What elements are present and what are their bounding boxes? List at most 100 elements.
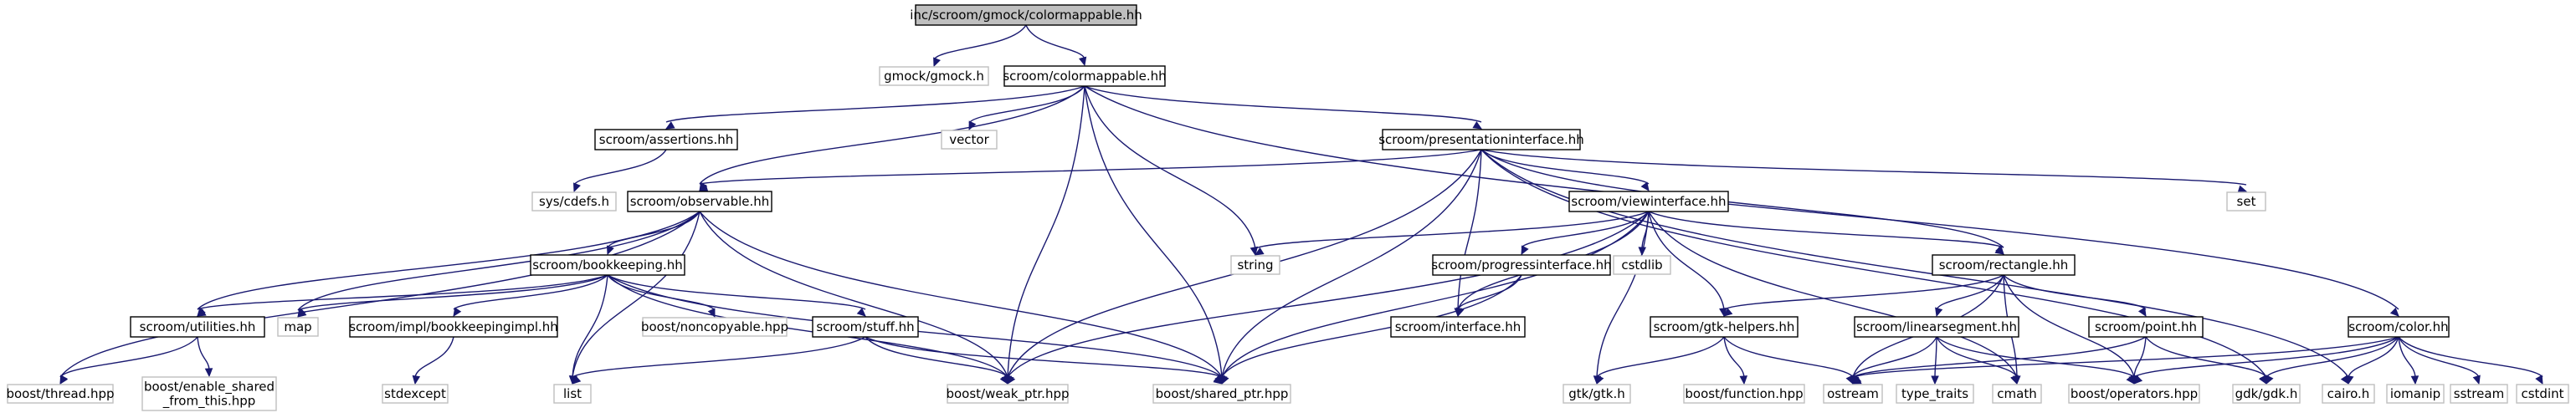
node-box [2322,384,2375,404]
node-cstdlib: cstdlib [1613,255,1671,275]
node-point[interactable]: scroom/point.hh [2088,316,2204,338]
node-label: cairo.h [2327,386,2370,401]
node-label: boost/enable_shared [144,380,275,395]
dependency-edge [606,211,700,256]
node-box [879,66,989,86]
node-label: scroom/colormappable.hh [1003,69,1166,84]
arrowhead [2346,375,2354,385]
node-gtkhelpers[interactable]: scroom/gtk-helpers.hh [1650,316,1799,338]
node-label: string [1237,257,1273,273]
node-box [2068,384,2200,404]
dependency-edge [698,149,1482,192]
arrowhead [1254,247,1265,256]
node-label: boost/noncopyable.hpp [641,319,788,334]
dependency-edge [453,274,608,318]
dependency-edge [2266,336,2399,385]
node-label: boost/thread.hpp [6,386,114,401]
node-label: scroom/viewinterface.hh [1571,194,1726,209]
node-box [2516,384,2569,404]
arrowhead [1007,375,1016,385]
node-colormappable[interactable]: scroom/colormappable.hh [1003,65,1167,87]
node-gmock: gmock/gmock.h [879,66,989,86]
arrowhead [2259,375,2267,385]
node-box [1854,316,2019,338]
node-label: ostream [1827,386,1879,401]
node-cstdint: cstdint [2516,384,2569,404]
node-stuff[interactable]: scroom/stuff.hh [812,316,919,338]
dependency-edge [1936,336,2135,385]
node-label: list [563,386,582,401]
dependency-edge [1648,211,2005,255]
node-stdexcept: stdexcept [382,384,449,404]
node-label: boost/weak_ptr.hpp [946,386,1069,402]
node-rectangle[interactable]: scroom/rectangle.hh [1932,254,2076,276]
node-presentationinterface[interactable]: scroom/presentationinterface.hh [1378,129,1584,150]
dependency-edge [1221,274,1522,385]
dependency-edge [2398,336,2543,385]
dependency-edge [2003,274,2147,318]
dependency-edge [2398,336,2481,385]
node-label: scroom/utilities.hh [140,319,256,334]
arrowhead [1213,375,1223,385]
arrowhead [59,375,68,385]
node-box [141,376,277,411]
node-typetraits: type_traits [1896,384,1974,404]
dependency-edge [1221,211,1650,385]
arrowhead [2137,307,2147,318]
node-gtkgtk: gtk/gtk.h [1563,384,1631,404]
node-interface[interactable]: scroom/interface.hh [1390,316,1526,338]
node-box [627,191,772,212]
dependency-edge [1521,211,1650,256]
arrowhead [665,121,675,130]
dependency-edge [1084,85,1259,257]
arrowhead [2389,307,2399,317]
node-sstream: sstream [2450,384,2508,404]
arrowhead [2410,375,2419,385]
node-box [553,384,592,404]
node-color[interactable]: scroom/color.hh [2348,316,2450,338]
node-label: set [2237,194,2256,209]
dependency-edge [1254,211,1650,256]
arrowhead [1851,376,1862,385]
node-box [1230,255,1280,275]
arrowhead [2472,375,2481,385]
arrowhead [1935,307,1943,318]
node-label: scroom/assertions.hh [599,132,733,147]
dependency-edge [1480,149,1650,191]
arrowhead [204,368,213,378]
node-ostream: ostream [1823,384,1883,404]
node-label: scroom/point.hh [2095,319,2197,334]
node-label: gdk/gdk.h [2235,386,2298,401]
node-label: stdexcept [384,386,446,401]
dependency-edge [1723,336,1748,385]
arrowhead [2237,185,2248,193]
dependency-edge [197,336,213,378]
node-linearsegment[interactable]: scroom/linearsegment.hh [1854,316,2019,338]
node-utilities[interactable]: scroom/utilities.hh [130,316,265,338]
node-box [130,316,265,338]
arrowhead [933,57,941,68]
dependency-edge [573,149,667,193]
node-box [1613,255,1671,275]
arrowhead [196,308,207,317]
node-progressinterface[interactable]: scroom/progressinterface.hh [1431,254,1612,276]
dependency-edge [2398,336,2419,385]
node-bookkeepingimpl[interactable]: scroom/impl/bookkeepingimpl.hh [349,316,558,338]
node-box [7,384,114,404]
arrowhead [2266,375,2274,385]
node-boostfunction: boost/function.hpp [1683,384,1805,404]
dependency-edge [865,336,1008,385]
node-box [1932,254,2076,276]
node-assertions[interactable]: scroom/assertions.hh [594,129,738,150]
node-map: map [277,317,319,337]
dependency-edge [297,274,608,318]
arrowhead [1521,245,1529,256]
arrowhead [1739,375,1748,385]
node-bookkeeping[interactable]: scroom/bookkeeping.hh [530,254,685,276]
dependency-edge [1007,211,1650,385]
node-boostoperators: boost/operators.hpp [2068,384,2200,404]
node-box [2450,384,2508,404]
node-viewinterface[interactable]: scroom/viewinterface.hh [1568,191,1729,212]
arrowhead [573,182,581,193]
node-observable[interactable]: scroom/observable.hh [627,191,772,212]
